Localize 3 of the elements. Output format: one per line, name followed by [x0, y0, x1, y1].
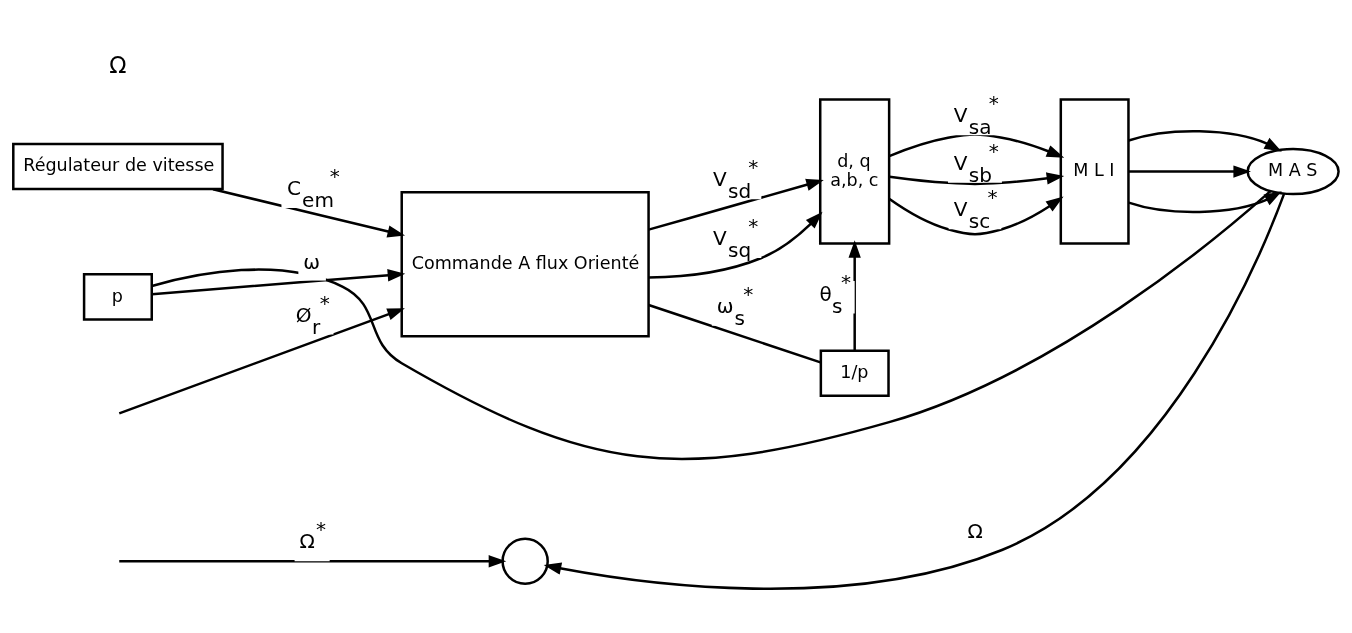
- edge-label: Ω: [967, 518, 983, 543]
- label: Ω: [109, 51, 127, 78]
- edge-label: ω: [303, 249, 321, 274]
